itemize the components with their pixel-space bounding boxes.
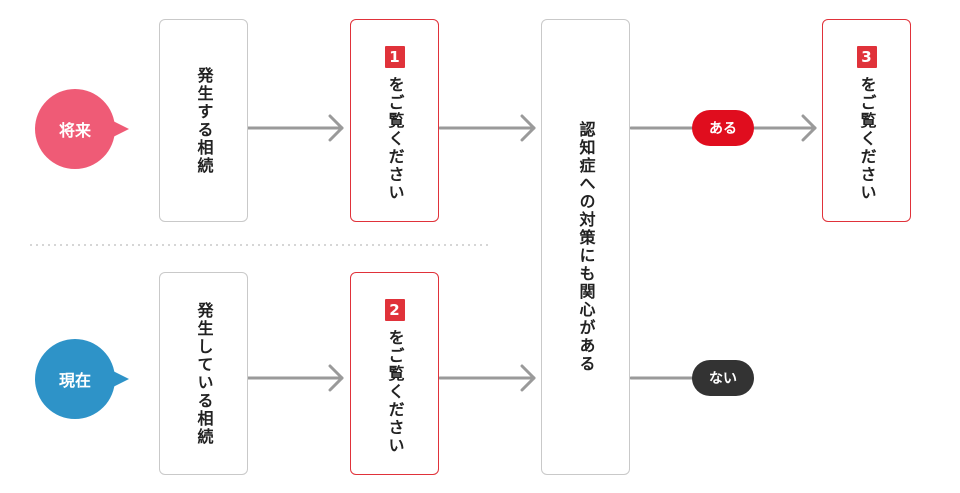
no-badge: ない — [692, 360, 754, 396]
present-case-box: 発生している相続 — [159, 272, 248, 475]
future-case-text: 発生する相続 — [194, 66, 214, 175]
arrow-see1-to-dementia-head — [520, 114, 536, 142]
see-2-box: 2 をご覧ください — [350, 272, 439, 475]
future-label: 将来 — [58, 121, 91, 140]
arrow-see2-to-dementia-head — [520, 364, 536, 392]
no-label: ない — [709, 371, 737, 387]
arrow-yes-to-see3-head — [801, 114, 817, 142]
present-bubble: 現在 — [35, 339, 129, 419]
see-1-text: をご覧ください — [385, 76, 405, 202]
see-2-text: をご覧ください — [385, 329, 405, 455]
dementia-box: 認知症への対策にも関心がある — [541, 19, 630, 475]
yes-label: ある — [709, 121, 737, 137]
dementia-text: 認知症への対策にも関心がある — [576, 121, 596, 373]
arrow-present-to-see2-head — [328, 364, 344, 392]
future-bubble: 将来 — [35, 89, 129, 169]
future-case-box: 発生する相続 — [159, 19, 248, 222]
present-case-text: 発生している相続 — [194, 301, 214, 446]
yes-badge: ある — [692, 110, 754, 146]
number-badge-1: 1 — [384, 46, 405, 68]
arrow-future-to-see1-head — [328, 114, 344, 142]
see-3-box: 3 をご覧ください — [822, 19, 911, 222]
number-badge-3: 3 — [856, 46, 877, 68]
present-label: 現在 — [58, 371, 91, 390]
number-badge-2: 2 — [384, 299, 405, 321]
see-1-box: 1 をご覧ください — [350, 19, 439, 222]
see-3-text: をご覧ください — [857, 76, 877, 202]
